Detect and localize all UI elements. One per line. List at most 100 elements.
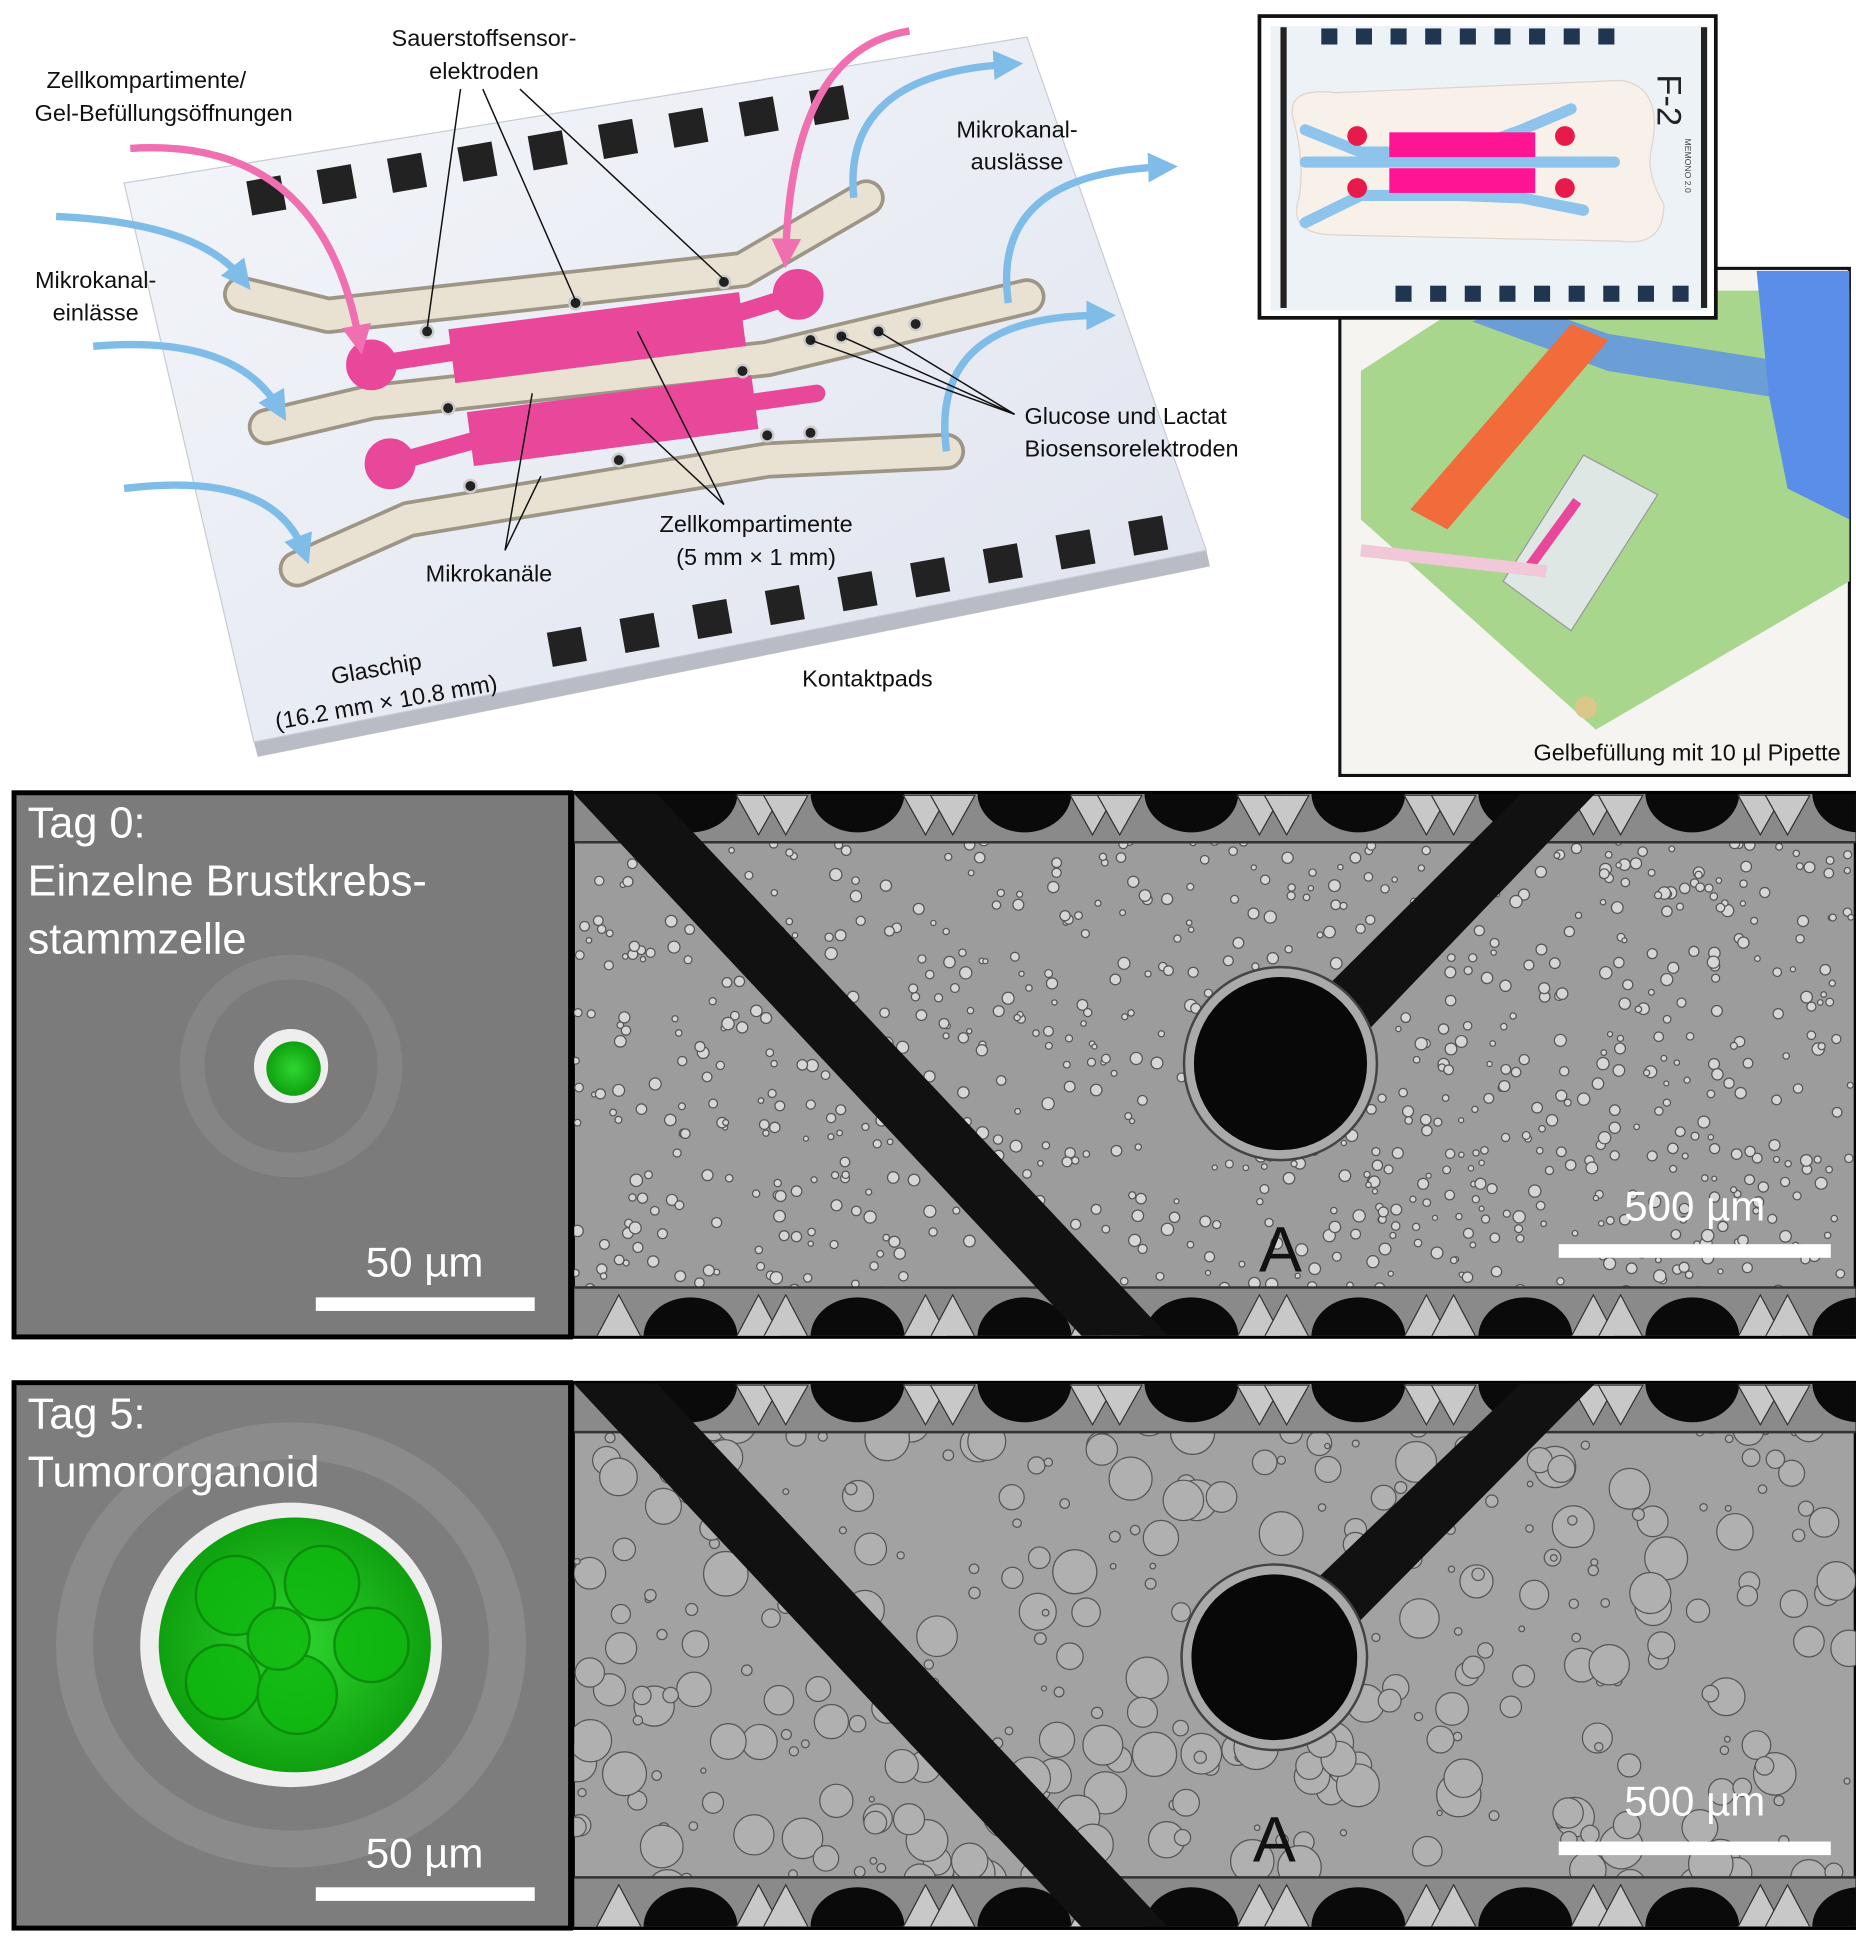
- cell: [760, 1011, 773, 1025]
- cell: [1525, 1524, 1534, 1533]
- cell: [1511, 1664, 1536, 1688]
- cell: [1131, 1731, 1178, 1778]
- cell: [1264, 1217, 1274, 1228]
- cell: [1823, 1231, 1832, 1240]
- cell: [1443, 1758, 1484, 1799]
- cell: [1489, 1232, 1501, 1244]
- cell: [1370, 1484, 1397, 1511]
- cell: [1706, 955, 1721, 969]
- cell: [957, 1032, 970, 1044]
- cell: [1281, 851, 1294, 865]
- cell: [598, 1238, 610, 1250]
- electrode-dot: [611, 452, 627, 468]
- cell: [733, 1814, 775, 1856]
- channel-pillar: [1645, 1297, 1740, 1336]
- cell: [1616, 1034, 1625, 1043]
- cell: [1442, 1165, 1452, 1175]
- cell: [1172, 1719, 1189, 1737]
- cell: [850, 1205, 862, 1217]
- channel-pillar: [1478, 1887, 1573, 1927]
- cell: [1757, 1181, 1770, 1193]
- cell: [824, 932, 834, 942]
- cell: [868, 1796, 875, 1803]
- cell: [1018, 970, 1025, 978]
- cell: [1515, 1234, 1525, 1243]
- cell: [907, 1173, 921, 1187]
- cell: [1109, 973, 1122, 986]
- cell: [1038, 1721, 1076, 1758]
- cell: [1519, 1579, 1550, 1610]
- cell: [574, 1718, 613, 1763]
- cell: [762, 1129, 770, 1137]
- cell: [1270, 1236, 1284, 1250]
- cell: [1199, 854, 1210, 865]
- cell: [959, 966, 973, 980]
- cell: [1044, 968, 1054, 979]
- cell: [1526, 1480, 1534, 1488]
- cell: [1662, 1098, 1672, 1107]
- cell: [1211, 1164, 1218, 1171]
- cell: [757, 1097, 765, 1104]
- channel-pillar: [1311, 1887, 1406, 1927]
- cell: [1390, 1221, 1401, 1231]
- cell: [1717, 1268, 1724, 1275]
- day5-panel: Tag 5: Tumororganoid 50 µm A 500 µm: [11, 1380, 1856, 1931]
- contact-pad: [1128, 515, 1169, 556]
- cell: [1730, 1148, 1743, 1161]
- cell: [1800, 990, 1814, 1004]
- cell: [1119, 909, 1127, 917]
- cell: [755, 1261, 766, 1271]
- cell: [1684, 1270, 1694, 1280]
- cell: [1553, 1033, 1567, 1047]
- cell: [1521, 1130, 1531, 1140]
- outlet-arrows: [849, 50, 1178, 452]
- cell: [1709, 1143, 1721, 1155]
- channel-pillar: [977, 793, 1072, 833]
- contact-pads-label: Kontaktpads: [802, 665, 933, 691]
- cell: [1355, 923, 1366, 934]
- cell: [1737, 936, 1750, 949]
- cell: [577, 1787, 587, 1798]
- cell: [1806, 1001, 1817, 1012]
- cell: [574, 1118, 582, 1127]
- cell: [1110, 1144, 1123, 1157]
- cell: [1564, 1159, 1577, 1171]
- cell: [1792, 849, 1801, 858]
- cell: [632, 1241, 644, 1254]
- day0-title-2: Einzelne Brustkrebs-: [28, 857, 427, 905]
- cell: [628, 1193, 637, 1202]
- cell: [646, 1255, 660, 1268]
- cell: [767, 1088, 777, 1099]
- cell: [1339, 901, 1348, 910]
- cell: [1468, 953, 1478, 963]
- channel-pillar: [810, 1297, 905, 1336]
- cell: [1653, 1031, 1665, 1043]
- cell: [1090, 1203, 1102, 1215]
- cell: [1744, 1174, 1756, 1186]
- cell: [1814, 1176, 1828, 1190]
- inset-pad: [1464, 285, 1481, 302]
- channel-pillar: [1645, 1887, 1740, 1927]
- cell: [1750, 916, 1759, 925]
- day5-scale-label-large: 500 µm: [1624, 1778, 1765, 1825]
- cell: [1203, 1251, 1216, 1263]
- cell: [1259, 874, 1271, 886]
- cell: [1752, 1207, 1760, 1215]
- cell: [1163, 965, 1174, 977]
- cell: [1819, 963, 1832, 976]
- cell: [733, 975, 746, 988]
- cell: [1108, 1456, 1153, 1501]
- cell: [1452, 1731, 1463, 1742]
- cell: [1499, 1022, 1508, 1031]
- cell: [1187, 926, 1195, 933]
- cell: [672, 1148, 682, 1158]
- cell: [683, 955, 693, 965]
- cell: [1471, 1105, 1479, 1114]
- cell: [1056, 1642, 1084, 1671]
- cell: [1082, 1724, 1124, 1766]
- channel-pillar: [1311, 1297, 1406, 1336]
- cell: [1144, 1577, 1157, 1590]
- cell: [1571, 1632, 1582, 1643]
- cell: [1685, 1031, 1695, 1041]
- cell: [1250, 864, 1258, 871]
